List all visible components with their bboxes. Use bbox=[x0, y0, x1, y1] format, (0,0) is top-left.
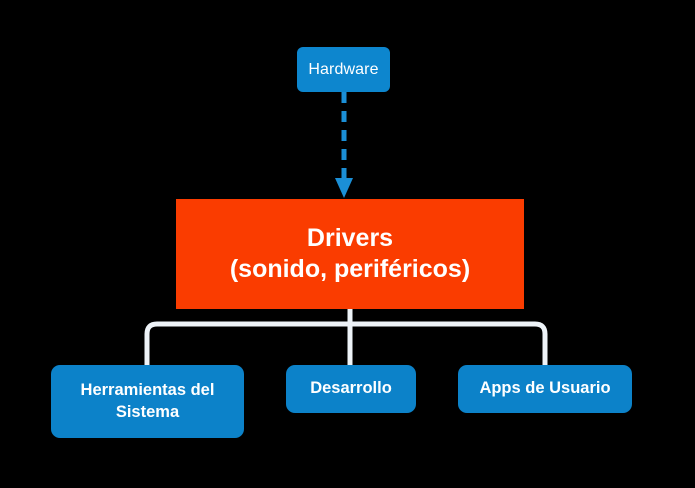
node-hardware-label: Hardware bbox=[308, 60, 379, 78]
connector-drivers-to-children bbox=[144, 309, 548, 365]
node-hardware[interactable]: Hardware bbox=[297, 47, 390, 92]
node-development[interactable]: Desarrollo bbox=[286, 365, 416, 413]
arrowhead-down-icon bbox=[335, 178, 353, 198]
node-drivers-label-line1: Drivers bbox=[306, 223, 394, 252]
connector-hardware-to-drivers bbox=[335, 92, 353, 198]
node-system-tools-label: Herramientas del Sistema bbox=[80, 381, 215, 421]
node-user-apps[interactable]: Apps de Usuario bbox=[458, 365, 632, 413]
node-drivers-label-line2: (sonido, periféricos) bbox=[229, 255, 471, 283]
node-system-tools[interactable]: Herramientas del Sistema bbox=[51, 365, 244, 438]
node-development-label: Desarrollo bbox=[310, 379, 392, 398]
node-drivers[interactable]: Drivers (sonido, periféricos) bbox=[176, 199, 524, 309]
connector-branch-left bbox=[144, 321, 350, 365]
node-user-apps-label: Apps de Usuario bbox=[479, 379, 611, 398]
connector-branch-right bbox=[350, 321, 548, 365]
